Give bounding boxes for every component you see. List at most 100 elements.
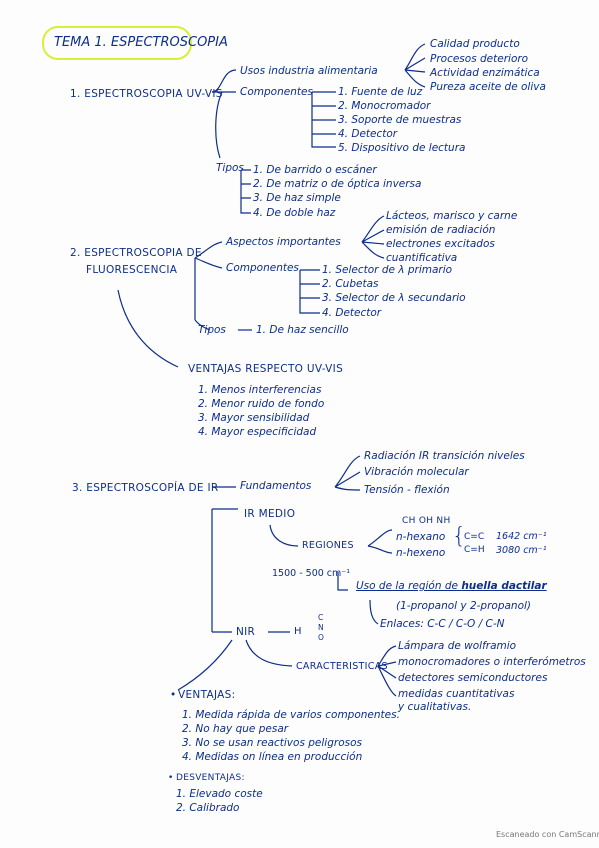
enlaces-note: Enlaces: C-C / C-O / C-N <box>380 618 505 630</box>
caracteristica-item: monocromadores o interferómetros <box>398 656 586 668</box>
regiones-label: REGIONES <box>302 540 354 551</box>
tipo-item: 3. De haz simple <box>253 192 341 204</box>
componente-item: 5. Dispositivo de lectura <box>338 142 466 154</box>
caracteristica-item: medidas cuantitativas <box>398 688 515 700</box>
usos-label: Usos industria alimentaria <box>240 65 378 77</box>
fundamento-item: Tensión - flexión <box>364 484 450 496</box>
branch-aspectos <box>194 241 223 259</box>
fluor-heading-2: FLUORESCENCIA <box>86 264 178 276</box>
aspecto-item: emisión de radiación <box>386 224 496 236</box>
curve-to-ventajas-ir <box>177 639 233 691</box>
title-highlight <box>42 26 192 60</box>
arrow-usos-4 <box>404 69 426 88</box>
arrow-usos-1 <box>404 43 426 71</box>
ventajas-ir-title: VENTAJAS: <box>178 689 236 701</box>
arrows-regiones <box>367 529 393 554</box>
arrow-usos-3 <box>404 69 426 73</box>
caracteristica-item: detectores semiconductores <box>398 672 548 684</box>
aspecto-item: Lácteos, marisco y carne <box>386 210 518 222</box>
usos-item: Pureza aceite de oliva <box>430 81 546 93</box>
uso-huella: Uso de la región de huella dactilar <box>356 580 547 592</box>
componente-fluor-item: 2. Cubetas <box>322 278 379 290</box>
tipos-fluor-text: 1. De haz sencillo <box>256 324 349 336</box>
ventajas-fluor-title: VENTAJAS RESPECTO UV-VIS <box>188 363 344 375</box>
ventaja-ir-item: 4. Medidas on línea en producción <box>182 751 363 763</box>
tipo-item: 2. De matriz o de óptica inversa <box>253 178 422 190</box>
tipo-item: 1. De barrido o escáner <box>253 164 377 176</box>
ir-heading: 3. ESPECTROSCOPÍA DE IR <box>72 482 219 494</box>
nir-label: NIR <box>236 626 256 638</box>
arrow-enlaces <box>369 599 379 625</box>
scanner-watermark: Escaneado con CamScanner <box>496 830 599 839</box>
aspecto-item: electrones excitados <box>386 238 495 250</box>
componente-fluor-item: 3. Selector de λ secundario <box>322 292 466 304</box>
n-hexeno: n-hexeno <box>396 547 446 559</box>
ch-oh-nh: CH OH NH <box>402 516 451 526</box>
wavenumber-1: 1642 cm⁻¹ <box>496 531 547 542</box>
ventaja-ir-item: 3. No se usan reactivos peligrosos <box>182 737 362 749</box>
ventaja-fluor-item: 3. Mayor sensibilidad <box>198 412 310 424</box>
arrow-usos-2 <box>404 57 426 71</box>
componente-item: 3. Soporte de muestras <box>338 114 462 126</box>
branch-tipos-fluor <box>194 319 211 331</box>
branch-usos <box>211 69 237 93</box>
fundamento-item: Vibración molecular <box>364 466 469 478</box>
branch-tipos <box>215 91 223 159</box>
bond-cc: C=C <box>464 532 485 542</box>
bracket-componentes-uv <box>311 91 336 148</box>
curve-to-ventajas <box>117 289 179 368</box>
arrows-fundamentos <box>334 455 361 491</box>
fundamento-item: Radiación IR transición niveles <box>364 450 525 462</box>
componentes-fluor-label: Componentes <box>226 262 299 274</box>
tipos-fluor-label: Tipos <box>198 324 226 336</box>
caracteristicas-label: CARACTERISTICAS <box>296 661 388 672</box>
ventaja-fluor-item: 4. Mayor especificidad <box>198 426 317 438</box>
tipos-label: Tipos <box>216 162 244 174</box>
branch-regiones <box>269 524 299 547</box>
uvvis-heading: 1. ESPECTROSCOPIA UV-VIS <box>70 88 223 100</box>
usos-item: Procesos deterioro <box>430 53 529 65</box>
ventaja-ir-item: 1. Medida rápida de varios componentes. <box>182 709 400 721</box>
componente-fluor-item: 4. Detector <box>322 307 382 319</box>
branch-componentes-fluor <box>194 257 223 269</box>
branch-caracteristicas <box>245 639 293 667</box>
atom-n: N <box>318 623 324 632</box>
ventaja-fluor-item: 1. Menos interferencias <box>198 384 322 396</box>
arrows-caracteristicas <box>377 645 397 697</box>
brace-symbol: { <box>452 524 466 549</box>
n-hexano: n-hexano <box>396 531 446 543</box>
fluor-heading-1: 2. ESPECTROSCOPIA DE <box>70 247 202 259</box>
usos-item: Actividad enzimática <box>430 67 540 79</box>
propanol-note: (1-propanol y 2-propanol) <box>396 600 532 612</box>
desventajas-title: DESVENTAJAS: <box>176 773 245 783</box>
ventajas-ir-bullet: • <box>170 689 177 701</box>
componente-item: 1. Fuente de luz <box>338 86 423 98</box>
componente-fluor-item: 1. Selector de λ primario <box>322 264 453 276</box>
componente-item: 4. Detector <box>338 128 398 140</box>
bond-ch: C=H <box>464 545 485 555</box>
wavenumber-2: 3080 cm⁻¹ <box>496 545 547 556</box>
atom-c: C <box>318 613 324 622</box>
range-label: 1500 - 500 cm⁻¹ <box>272 568 351 579</box>
stem-ir-types <box>211 508 238 633</box>
ir-medio-label: IR MEDIO <box>244 508 296 520</box>
ventaja-ir-item: 2. No hay que pesar <box>182 723 289 735</box>
caracteristica-item: Lámpara de wolframio <box>398 640 517 652</box>
desventaja-item: 1. Elevado coste <box>176 788 263 800</box>
bracket-tipos-uv <box>240 169 251 214</box>
h-atom: H <box>294 626 302 637</box>
page-title: TEMA 1. ESPECTROSCOPIA <box>54 35 228 50</box>
arrows-aspectos <box>361 215 385 259</box>
fundamentos-label: Fundamentos <box>240 480 312 492</box>
bracket-componentes-fluor <box>299 269 320 314</box>
tipo-item: 4. De doble haz <box>253 207 336 219</box>
componentes-label: Componentes <box>240 86 313 98</box>
desventaja-item: 2. Calibrado <box>176 802 240 814</box>
componente-item: 2. Monocromador <box>338 100 431 112</box>
ventaja-fluor-item: 2. Menor ruido de fondo <box>198 398 325 410</box>
atom-o: O <box>318 633 324 642</box>
caracteristica-item: y cualitativas. <box>398 701 472 713</box>
arrow-range <box>337 572 348 591</box>
